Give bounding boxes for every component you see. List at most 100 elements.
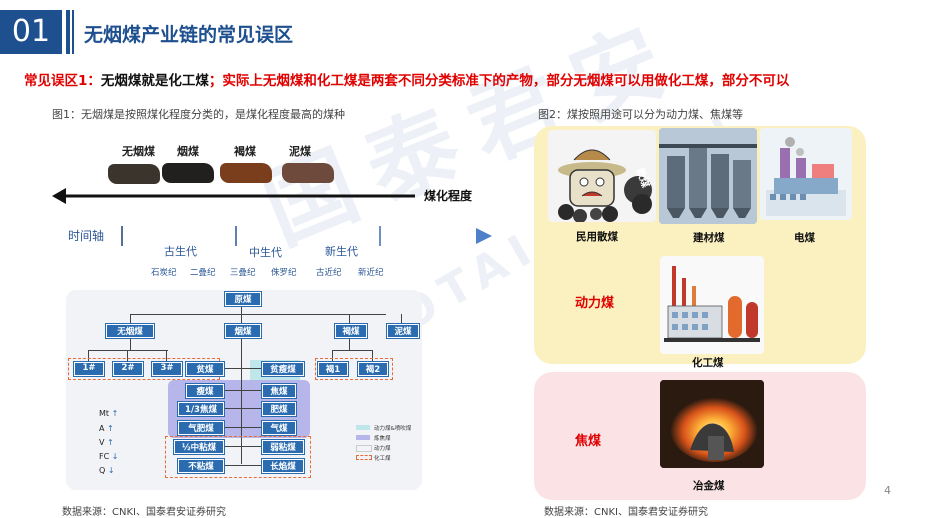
- axis-fc: FC: [99, 452, 110, 461]
- misconception-prefix: 常见误区1：: [24, 73, 101, 89]
- node-grade-1: 1#: [74, 362, 104, 376]
- chemical-plant-image: [660, 256, 764, 354]
- figure1-caption: 图1：无烟煤是按照煤化程度分类的，是煤化程度最高的煤种: [52, 108, 345, 121]
- category-coking: 焦煤: [575, 434, 602, 449]
- era-paleozoic: 古生代: [164, 245, 197, 258]
- page-title: 无烟煤产业链的常见误区: [84, 24, 294, 46]
- period-triassic: 三叠纪: [230, 268, 256, 278]
- node-grade-2: 2#: [113, 362, 143, 376]
- line: [222, 368, 274, 369]
- line: [222, 408, 274, 409]
- node-coking-coal: 焦煤: [262, 384, 296, 398]
- arrow-up-icon: ↑: [107, 424, 114, 433]
- node-lignite-2: 褐2: [358, 362, 388, 376]
- coal-label-peat: 泥煤: [289, 145, 311, 158]
- node-gas-coal: 气煤: [262, 421, 296, 435]
- legend-swatch-purple: [356, 435, 370, 440]
- anthracite-image: [108, 164, 160, 184]
- node-anthracite: 无烟煤: [106, 324, 154, 338]
- line: [349, 336, 350, 350]
- node-13-coking-coal: 1/3焦煤: [178, 402, 224, 416]
- node-weak-caking: 弱粘煤: [262, 440, 304, 454]
- node-lean-meager: 贫瘦煤: [262, 362, 304, 376]
- figure2-caption: 图2：煤按照用途可以分为动力煤、焦煤等: [538, 108, 743, 121]
- line: [222, 427, 274, 428]
- line: [130, 336, 131, 350]
- line: [241, 336, 242, 464]
- section-number: 01: [0, 10, 62, 54]
- legend-chemical: 化工煤: [374, 456, 391, 462]
- coal-label-anthracite: 无烟煤: [122, 145, 155, 158]
- line: [88, 350, 89, 362]
- period-paleogene: 古近纪: [316, 268, 342, 278]
- residential-coal-image: 散煤: [548, 130, 656, 222]
- axis-q: Q: [99, 466, 106, 475]
- line: [88, 350, 168, 351]
- line: [332, 350, 333, 362]
- legend-thermal-pci: 动力煤&喷吹煤: [374, 426, 412, 432]
- page-number: 4: [884, 484, 891, 497]
- legend-swatch-teal: [356, 425, 370, 430]
- legend-swatch-plain: [356, 445, 372, 452]
- axis-v: V: [99, 438, 105, 447]
- timeline-label: 时间轴: [68, 229, 105, 243]
- category-thermal: 动力煤: [575, 296, 615, 311]
- period-carboniferous: 石炭纪: [151, 268, 177, 278]
- node-meager-coal: 瘦煤: [186, 384, 224, 398]
- line: [130, 314, 131, 324]
- figure1-source: 数据来源：CNKI、国泰君安证券研究: [62, 507, 226, 518]
- figure2-source: 数据来源：CNKI、国泰君安证券研究: [544, 507, 708, 518]
- period-permian: 二叠纪: [190, 268, 216, 278]
- line: [222, 465, 274, 466]
- metallurgy-image: [660, 380, 764, 468]
- period-jurassic: 侏罗纪: [271, 268, 297, 278]
- use-metallurgical: 冶金煤: [693, 480, 725, 492]
- use-building-material: 建材煤: [693, 232, 725, 244]
- arrow-up-icon: ↑: [107, 438, 114, 447]
- node-peat: 泥煤: [387, 324, 419, 338]
- node-long-flame: 长焰煤: [262, 459, 304, 473]
- arrow-down-icon: ↓: [111, 452, 119, 461]
- chem-coal-box-lignite: [315, 358, 393, 380]
- node-bituminous: 烟煤: [225, 324, 261, 338]
- arrow-up-icon: ↑: [111, 409, 119, 418]
- node-non-caking: 不粘煤: [178, 459, 224, 473]
- misconception-line: 常见误区1：无烟煤就是化工煤；实际上无烟煤和化工煤是两套不同分类标准下的产物，部…: [24, 69, 789, 89]
- line: [372, 350, 373, 362]
- power-plant-image: [760, 128, 852, 220]
- line: [222, 390, 274, 391]
- period-neogene: 新近纪: [358, 268, 384, 278]
- use-chemical: 化工煤: [692, 357, 724, 369]
- node-raw-coal: 原煤: [225, 292, 261, 306]
- arrow-down-icon: ↓: [107, 466, 115, 475]
- misconception-statement: 无烟煤就是化工煤: [100, 73, 209, 89]
- node-lean-coal: 贫煤: [186, 362, 224, 376]
- line: [127, 350, 128, 362]
- line: [401, 314, 402, 324]
- header-divider-thin: [72, 10, 74, 54]
- coal-label-bituminous: 烟煤: [177, 145, 199, 158]
- line: [222, 446, 274, 447]
- axis-mt: Mt: [99, 409, 110, 418]
- line: [349, 314, 350, 324]
- misconception-explanation: 实际上无烟煤和化工煤是两套不同分类标准下的产物，部分无烟煤可以用做化工煤，部分不…: [222, 73, 790, 89]
- node-grade-3: 3#: [152, 362, 182, 376]
- line: [166, 350, 167, 362]
- peat-image: [282, 163, 334, 183]
- coal-label-lignite: 褐煤: [234, 145, 256, 158]
- lignite-image: [220, 163, 272, 183]
- use-residential: 民用散煤: [576, 231, 618, 243]
- node-lignite-1: 褐1: [318, 362, 348, 376]
- header-divider: [66, 10, 70, 54]
- timeline-arrow: [120, 226, 492, 246]
- era-cenozoic: 新生代: [325, 245, 358, 258]
- coalification-label: 煤化程度: [424, 189, 473, 203]
- line: [130, 314, 386, 315]
- axis-a: A: [99, 424, 105, 433]
- building-material-image: [659, 128, 757, 224]
- legend-swatch-dashed: [356, 455, 372, 460]
- chem-coal-box-bituminous: [165, 436, 311, 478]
- bituminous-image: [162, 163, 214, 183]
- legend-thermal: 动力煤: [374, 446, 391, 452]
- line: [332, 350, 373, 351]
